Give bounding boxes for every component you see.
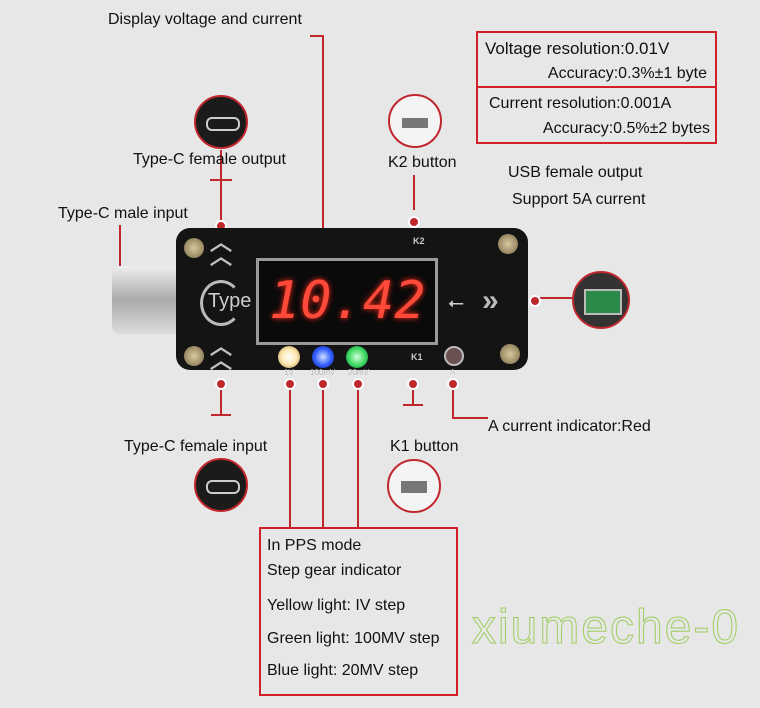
usb-female-output-photo <box>572 271 630 329</box>
k2-marking: K2 <box>413 236 425 246</box>
voltage-accuracy: Accuracy:0.3%±1 byte <box>547 65 707 82</box>
led-yellow-1v <box>278 346 300 368</box>
led-green-20mv <box>346 346 368 368</box>
current-resolution: Current resolution:0.001A <box>489 95 672 112</box>
led-blue-100mv <box>312 346 334 368</box>
led-label-100mv: 100mV <box>310 368 336 377</box>
k2-button-label: K2 button <box>388 154 457 171</box>
typec-female-output-label: Type-C female output <box>133 151 286 168</box>
screw <box>498 234 518 254</box>
voltage-resolution: Voltage resolution:0.01V <box>485 39 670 58</box>
voltage-spec-box: Voltage resolution:0.01V Accuracy:0.3%±1… <box>476 31 717 88</box>
current-spec-box: Current resolution:0.001A Accuracy:0.5%±… <box>476 86 717 144</box>
usb-output-label: USB female output <box>508 164 643 181</box>
typec-female-input-photo <box>194 458 248 512</box>
typec-logo-icon <box>200 280 242 326</box>
k2-button-photo <box>388 94 442 148</box>
a-indicator-label: A current indicator:Red <box>488 418 651 435</box>
k1-button-photo <box>387 459 441 513</box>
a-marking: A <box>450 368 456 377</box>
current-accuracy: Accuracy:0.5%±2 bytes <box>542 120 710 137</box>
screw <box>500 344 520 364</box>
chevron-right-icon: » <box>482 284 499 317</box>
pps-blue: Blue light: 20MV step <box>267 662 419 679</box>
typec-male-input-label: Type-C male input <box>58 205 188 222</box>
watermark: xiumeche-0 <box>471 601 741 655</box>
pps-green: Green light: 100MV step <box>267 630 440 647</box>
k1-button-label: K1 button <box>390 438 459 455</box>
seven-segment-display: 10.42 <box>256 258 438 345</box>
k1-marking: K1 <box>411 352 423 362</box>
pps-line2: Step gear indicator <box>267 562 402 579</box>
chevron-up-icon: ︿︿ <box>210 230 233 269</box>
pps-line1: In PPS mode <box>267 537 362 554</box>
typec-female-input-label: Type-C female input <box>124 438 268 455</box>
typec-female-output-photo <box>194 95 248 149</box>
display-label: Display voltage and current <box>108 11 302 28</box>
pps-yellow: Yellow light: IV step <box>267 597 406 614</box>
screw <box>184 238 204 258</box>
usb-meter-device: ︿︿ ︿︿ Type K2 10.42 ⭠ » 1V 100mV 20mV K1… <box>176 228 528 377</box>
pps-info-box: In PPS mode Step gear indicator Yellow l… <box>259 527 458 696</box>
typec-male-connector <box>112 266 182 334</box>
typec-logo-text: Type <box>208 290 252 312</box>
chevron-up-icon: ︿︿ <box>210 334 233 373</box>
led-label-1v: 1V <box>284 368 294 377</box>
usb-icon: ⭠ <box>448 292 464 314</box>
led-label-20mv: 20mV <box>348 368 369 377</box>
display-reading: 10.42 <box>269 271 426 331</box>
screw <box>184 346 204 366</box>
a-current-led <box>444 346 464 366</box>
support-current-label: Support 5A current <box>512 191 646 208</box>
